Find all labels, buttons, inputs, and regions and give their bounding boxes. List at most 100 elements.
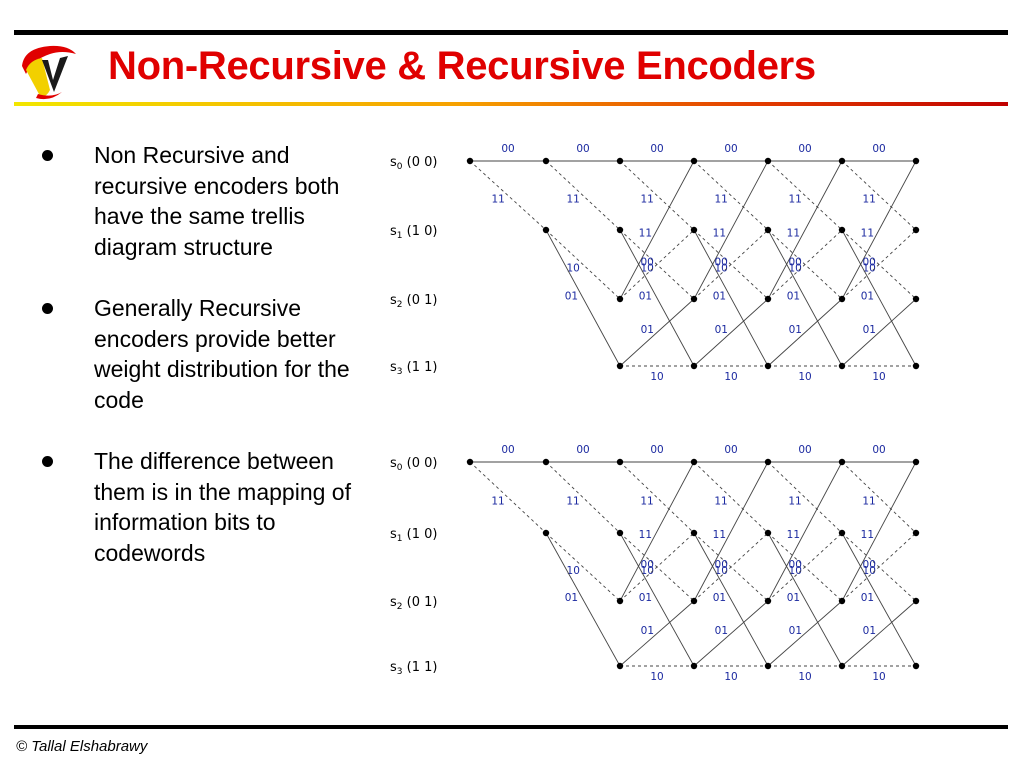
branch-label: 10	[640, 263, 653, 275]
branch-label: 10	[872, 671, 885, 683]
trellis-branch	[693, 461, 769, 534]
trellis-branch	[767, 160, 843, 231]
trellis-node	[838, 226, 846, 234]
branch-label: 11	[566, 495, 579, 507]
branch-label: 00	[863, 559, 876, 571]
branch-label: 11	[862, 194, 875, 206]
trellis-node	[690, 295, 698, 303]
trellis-node	[466, 458, 474, 466]
trellis-node	[690, 597, 698, 605]
title-underline	[14, 102, 1008, 106]
trellis-branch	[619, 229, 695, 367]
branch-label: 01	[863, 324, 876, 336]
trellis-branch	[693, 532, 769, 667]
branch-label: 01	[789, 324, 802, 336]
trellis-node	[912, 226, 920, 234]
trellis-node	[838, 662, 846, 670]
branch-label: 11	[566, 194, 579, 206]
trellis-branch	[767, 532, 843, 602]
branch-label: 10	[798, 371, 811, 383]
trellis-branch	[619, 461, 695, 602]
trellis-branch	[767, 532, 843, 667]
trellis-branch	[841, 600, 917, 667]
trellis-branch	[841, 229, 917, 300]
trellis-branch	[619, 160, 695, 300]
branch-label: 01	[639, 291, 652, 303]
branch-label: 00	[501, 143, 514, 155]
branch-label: 00	[789, 559, 802, 571]
bullet-text: Generally Recursive encoders provide bet…	[94, 295, 350, 413]
trellis-branch	[767, 461, 843, 534]
trellis-node	[542, 458, 550, 466]
branch-label: 00	[724, 444, 737, 456]
trellis-node	[912, 362, 920, 370]
branch-label: 10	[798, 671, 811, 683]
branch-label: 00	[641, 559, 654, 571]
trellis-node	[912, 529, 920, 537]
branch-label: 11	[713, 529, 726, 541]
branch-label: 11	[640, 194, 653, 206]
trellis-node	[690, 458, 698, 466]
trellis-branch	[693, 461, 769, 602]
branch-label: 00	[640, 256, 653, 268]
trellis-branch	[693, 532, 769, 602]
branch-label: 10	[715, 565, 728, 577]
trellis-node	[912, 295, 920, 303]
trellis-branch	[767, 229, 843, 300]
trellis-branch	[841, 532, 917, 602]
trellis-node	[838, 295, 846, 303]
trellis-branch	[767, 160, 843, 300]
trellis-node	[542, 157, 550, 165]
trellis-branch	[841, 532, 917, 667]
trellis-node	[912, 597, 920, 605]
page-title: Non-Recursive & Recursive Encoders	[108, 44, 816, 88]
branch-label: 01	[863, 625, 876, 637]
top-rule	[14, 30, 1008, 35]
branch-label: 11	[788, 495, 801, 507]
logo-icon	[22, 45, 76, 100]
branch-label: 00	[576, 444, 589, 456]
branch-label: 00	[650, 143, 663, 155]
branch-label: 00	[576, 143, 589, 155]
bullet-dot-icon	[42, 456, 53, 467]
state-label: s2 (0 1)	[390, 595, 437, 612]
state-label: s1 (1 0)	[390, 224, 437, 241]
branch-label: 10	[641, 565, 654, 577]
branch-label: 01	[565, 291, 578, 303]
branch-label: 11	[787, 228, 800, 240]
state-label: s0 (0 0)	[390, 456, 437, 473]
trellis-node	[838, 458, 846, 466]
trellis-node	[616, 295, 624, 303]
trellis-branch	[545, 229, 621, 367]
trellis-node	[616, 157, 624, 165]
branch-label: 01	[713, 291, 726, 303]
branch-label: 00	[788, 256, 801, 268]
branch-label: 11	[787, 529, 800, 541]
branch-label: 11	[639, 228, 652, 240]
trellis-node	[616, 597, 624, 605]
branch-label: 00	[862, 256, 875, 268]
trellis-branch	[841, 160, 917, 231]
trellis-node	[838, 157, 846, 165]
branch-label: 11	[713, 228, 726, 240]
branch-label: 00	[798, 143, 811, 155]
trellis-branch	[841, 461, 917, 602]
branch-label: 01	[861, 592, 874, 604]
bullet-item: The difference between them is in the ma…	[36, 446, 356, 568]
trellis-branch	[693, 229, 769, 367]
bullet-item: Generally Recursive encoders provide bet…	[36, 293, 356, 415]
branch-label: 01	[789, 625, 802, 637]
trellis-node	[764, 529, 772, 537]
branch-label: 01	[787, 592, 800, 604]
trellis-branch	[693, 160, 769, 300]
trellis-node	[764, 226, 772, 234]
branch-label: 11	[788, 194, 801, 206]
trellis-node	[912, 458, 920, 466]
branch-label: 00	[714, 256, 727, 268]
trellis-node	[616, 458, 624, 466]
bullet-text: The difference between them is in the ma…	[94, 448, 351, 566]
trellis-node	[690, 662, 698, 670]
bullet-item: Non Recursive and recursive encoders bot…	[36, 140, 356, 262]
trellis-node	[466, 157, 474, 165]
branch-label: 10	[650, 371, 663, 383]
